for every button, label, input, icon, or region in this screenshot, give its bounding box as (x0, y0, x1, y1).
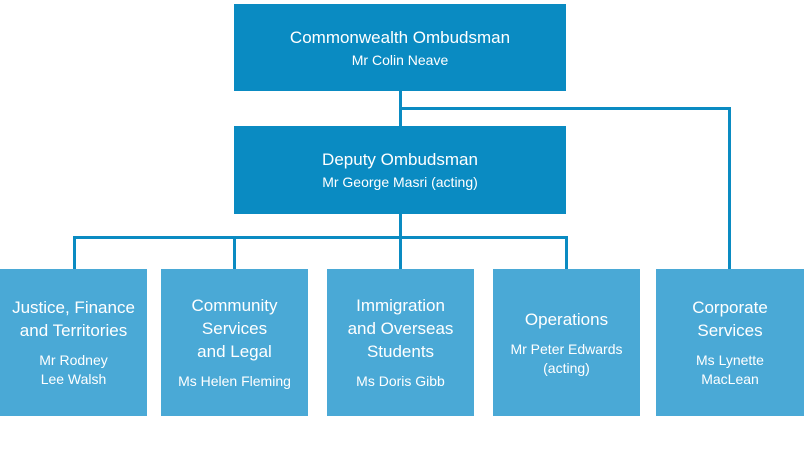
unit-title: Operations (524, 309, 609, 329)
unit-box-immigration: Immigration and Overseas Students Ms Dor… (327, 269, 474, 416)
unit-head: Ms Helen Fleming (178, 373, 291, 389)
unit-box-operations: Operations Mr Peter Edwards (acting) (493, 269, 640, 416)
connector-corporate-vertical (728, 107, 731, 269)
deputy-box: Deputy Ombudsman Mr George Masri (acting… (234, 126, 566, 214)
connector-units-bus (73, 236, 568, 239)
unit-title: Community Services and Legal (191, 296, 278, 361)
ombudsman-name: Mr Colin Neave (351, 51, 449, 68)
deputy-title: Deputy Ombudsman (322, 150, 478, 169)
unit-head: Ms Lynette MacLean (696, 352, 764, 387)
connector-unit-3 (399, 236, 402, 269)
deputy-name: Mr George Masri (acting) (322, 174, 478, 190)
unit-title: Corporate Services (692, 298, 768, 340)
ombudsman-title: Commonwealth Ombudsman (289, 27, 511, 47)
connector-unit-4 (565, 236, 568, 269)
unit-head: Ms Doris Gibb (356, 373, 445, 389)
connector-corporate-horizontal (399, 107, 731, 110)
connector-unit-2 (233, 236, 236, 269)
unit-box-community: Community Services and Legal Ms Helen Fl… (161, 269, 308, 416)
connector-deputy-down (399, 214, 402, 238)
unit-box-corporate: Corporate Services Ms Lynette MacLean (656, 269, 804, 416)
unit-head: Mr Peter Edwards (acting) (510, 340, 623, 376)
unit-title: Immigration and Overseas Students (347, 296, 454, 361)
unit-box-justice: Justice, Finance and Territories Mr Rodn… (0, 269, 147, 416)
unit-title: Justice, Finance and Territories (12, 298, 135, 340)
connector-unit-1 (73, 236, 76, 269)
unit-head: Mr Rodney Lee Walsh (39, 352, 108, 387)
ombudsman-box: Commonwealth Ombudsman Mr Colin Neave (234, 4, 566, 91)
